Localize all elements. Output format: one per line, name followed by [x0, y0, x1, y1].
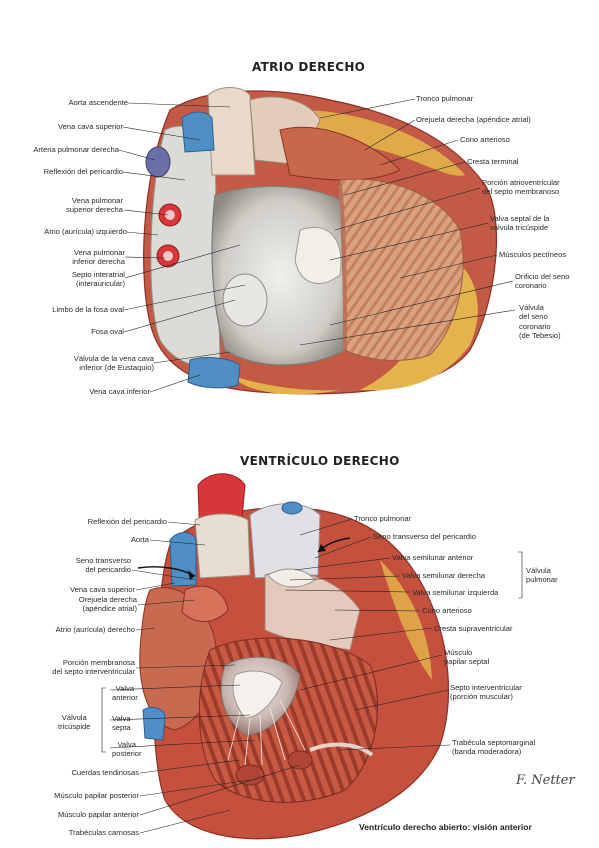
- label-aorta: Aorta: [130, 535, 149, 544]
- label-septo-interatrial: Septo interatrial (interauricular): [71, 270, 125, 289]
- label-vena-cava-superior: Vena cava superior: [57, 122, 123, 131]
- label-septo-interventricular: Septo interventricular (porción muscular…: [450, 683, 522, 702]
- label-cono-arterioso-bottom: Cono arterioso: [422, 606, 472, 615]
- label-musculo-papilar-anterior: Músculo papilar anterior: [57, 810, 139, 819]
- label-valvula-tebesio: Válvula del seno coronario (de Tebesio): [519, 303, 561, 341]
- label-reflexion-pericardio: Reflexión del pericardio: [43, 167, 123, 176]
- label-atrio-derecho: Atrio (aurícula) derecho: [55, 625, 135, 634]
- label-vena-pulmonar-inferior-derecha: Vena pulmonar inferior derecha: [72, 248, 125, 267]
- label-fosa-oval: Fosa oval: [91, 327, 124, 336]
- top-leader-lines: [118, 98, 516, 393]
- label-vena-pulmonar-superior-derecha: Vena pulmonar superior derecha: [66, 196, 123, 215]
- label-trabeculas-carnosas: Trabéculas carnosas: [68, 828, 139, 837]
- bottom-leader-lines: [101, 518, 523, 834]
- label-valva-anterior: Valva anterior: [112, 684, 138, 703]
- label-valva-semilunar-anterior: Valva semilunar anterior: [392, 553, 474, 562]
- label-musculos-pectineos: Músculos pectíneos: [499, 250, 567, 259]
- label-tronco-pulmonar-bottom: Tronco pulmonar: [354, 514, 412, 523]
- label-cresta-supraventricular: Cresta supraventricular: [434, 624, 513, 633]
- label-musculo-papilar-septal: Músculo papilar septal: [444, 648, 490, 667]
- label-porcion-atrioventricular: Porción atrioventricular del septo membr…: [482, 178, 560, 197]
- artist-signature: F. Netter: [516, 773, 575, 788]
- label-cuerdas-tendinosas: Cuerdas tendinosas: [71, 768, 139, 777]
- top-title: ATRIO DERECHO: [252, 60, 366, 74]
- sinus-arrows: [137, 537, 351, 580]
- label-orejuela-derecha: Orejuela derecha (apéndice atrial): [416, 115, 531, 124]
- label-trabecula-septomarginal: Trabécula septomarginal (banda moderador…: [452, 738, 536, 757]
- label-valvula-pulmonar: Válvula pulmonar: [526, 566, 558, 585]
- label-valvula-tricuspide: Válvula tricúspide: [58, 713, 91, 732]
- label-musculo-papilar-posterior: Músculo papilar posterior: [54, 791, 139, 800]
- label-atrio-izquierdo: Atrio (aurícula) izquierdo: [44, 227, 127, 236]
- label-seno-transverso-right: Seno transverso del pericardio: [373, 532, 476, 541]
- label-valva-septal: Valva septal de la válvula tricúspide: [490, 214, 550, 233]
- label-vena-cava-superior-bottom: Vena cava superior: [69, 585, 135, 594]
- label-vena-cava-inferior: Vena cava inferior: [89, 387, 150, 396]
- label-aorta-ascendente: Aorta ascendente: [68, 98, 128, 107]
- label-reflexion-pericardio-bottom: Reflexión del pericardio: [87, 517, 167, 526]
- label-cono-arterioso-top: Cono arterioso: [460, 135, 510, 144]
- chordae-tendineae: [227, 699, 306, 766]
- bottom-title: VENTRÍCULO DERECHO: [240, 454, 400, 468]
- label-arteria-pulmonar-derecha: Arteria pulmonar derecha: [33, 145, 119, 154]
- label-valva-posterior: Valva posterior: [112, 740, 142, 759]
- label-valva-semilunar-derecha: Valva semilunar derecha: [402, 571, 486, 580]
- label-valva-septa: Valva septa: [112, 714, 131, 733]
- label-seno-transverso-left: Seno transverso del pericardio: [75, 556, 131, 575]
- label-valva-semilunar-izquierda: Valva semilunar izquierda: [412, 588, 499, 597]
- label-cresta-terminal: Cresta terminal: [467, 157, 519, 166]
- label-limbo-fosa-oval: Limbo de la fosa oval: [52, 305, 124, 314]
- label-valvula-eustaquio: Válvula de la vena cava inferior (de Eus…: [73, 354, 154, 373]
- label-porcion-membranosa: Porción membranosa del septo interventri…: [52, 658, 135, 677]
- figure-caption: Ventrículo derecho abierto: visión anter…: [359, 822, 532, 832]
- label-orejuela-derecha-bottom: Orejuela derecha (apéndice atrial): [78, 595, 137, 614]
- label-tronco-pulmonar-top: Tronco pulmonar: [416, 94, 474, 103]
- label-orificio-seno-coronario: Orificio del seno coronario: [515, 272, 570, 291]
